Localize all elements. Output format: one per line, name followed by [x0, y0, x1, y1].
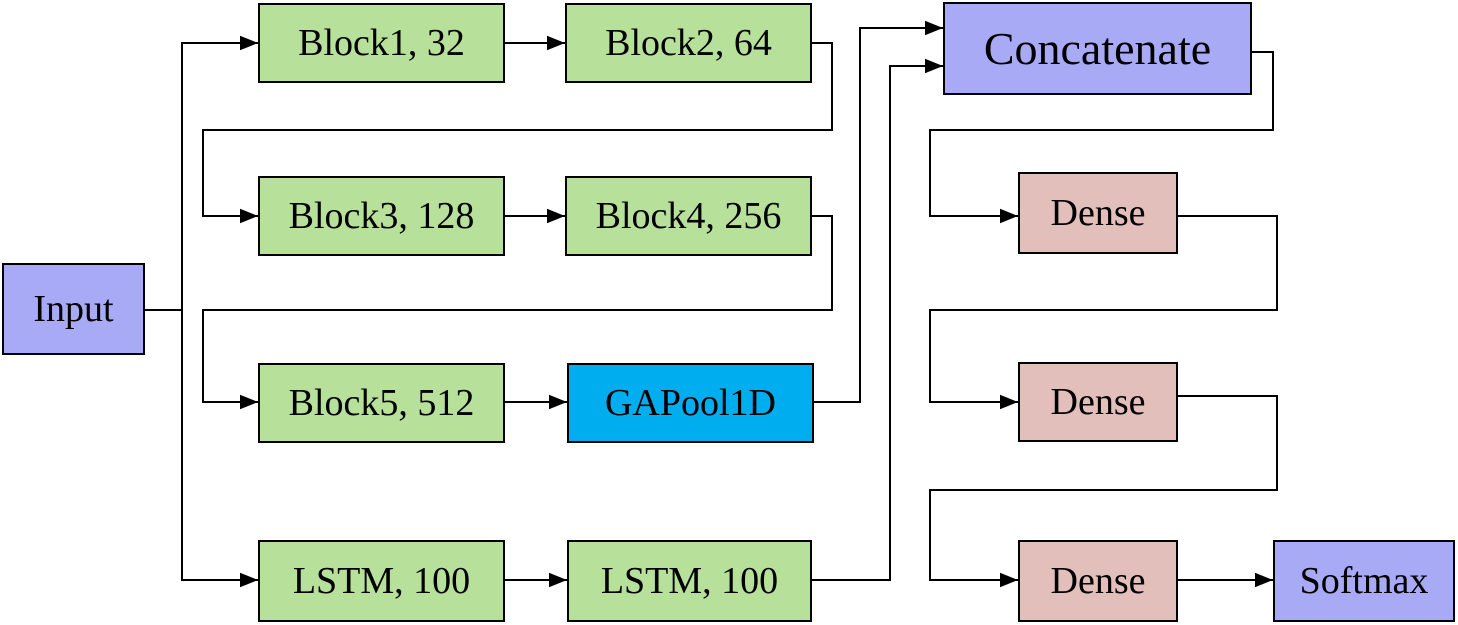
block5-node: Block5, 512 — [258, 363, 505, 443]
dense1-to-dense2-arrow — [929, 215, 1278, 410]
input-to-lstm1-arrow — [181, 310, 258, 588]
block4-to-block5-arrow — [202, 215, 833, 410]
block2-to-block3-arrow — [202, 42, 833, 224]
input-node: Input — [2, 263, 145, 355]
gapool-node: GAPool1D — [567, 363, 814, 443]
dense2-to-dense3-arrow — [929, 395, 1278, 588]
dense2-node: Dense — [1018, 362, 1178, 442]
concatenate-node: Concatenate — [943, 2, 1252, 95]
block1-node: Block1, 32 — [258, 3, 505, 83]
block4-node: Block4, 256 — [565, 176, 812, 256]
gapool-to-concatenate-arrow — [814, 20, 943, 403]
concatenate-to-dense1-arrow — [929, 51, 1274, 224]
softmax-node: Softmax — [1273, 540, 1455, 622]
dense3-node: Dense — [1018, 540, 1178, 622]
lstm2-node: LSTM, 100 — [567, 540, 812, 622]
dense1-node: Dense — [1018, 172, 1178, 254]
lstm2-to-concatenate-arrow — [812, 58, 943, 581]
input-to-block1-arrow — [145, 35, 258, 311]
block3-node: Block3, 128 — [258, 176, 505, 256]
block2-node: Block2, 64 — [565, 3, 812, 83]
lstm1-node: LSTM, 100 — [258, 540, 505, 622]
